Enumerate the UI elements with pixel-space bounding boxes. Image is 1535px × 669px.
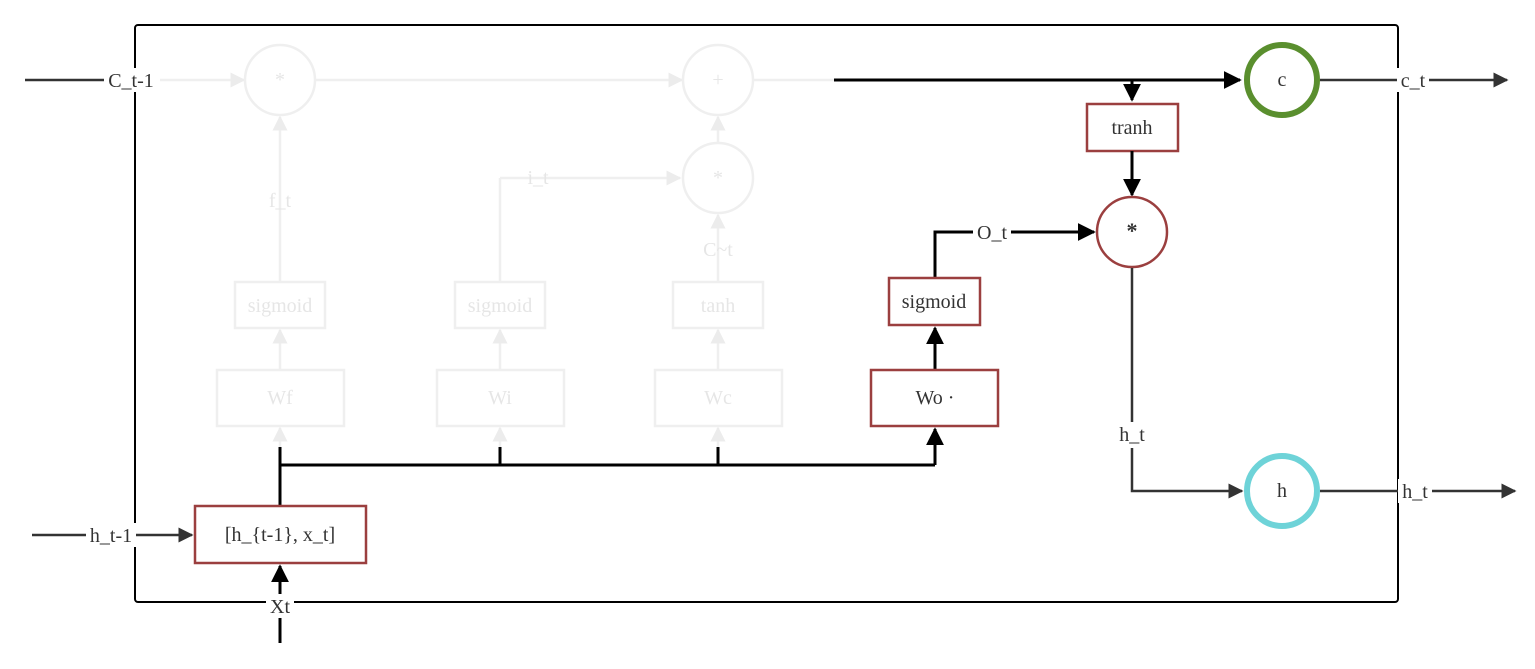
faded-sigmoid-box-1 — [233, 280, 327, 330]
faded-weight-label-1: Wf — [267, 387, 293, 409]
faded-multiply-label: * — [275, 69, 285, 91]
h-prev-label: h_t-1 — [90, 525, 132, 547]
faded-multiply-label-2: * — [713, 167, 723, 189]
sigmoid-box — [887, 276, 982, 327]
o-t-label: O_t — [977, 222, 1007, 244]
multiply-node — [1095, 195, 1169, 269]
h-node — [1244, 453, 1320, 529]
concat-box — [193, 504, 368, 565]
cell-frame — [134, 24, 1399, 603]
h-node-label: h — [1277, 480, 1287, 502]
x-label: Xt — [270, 596, 290, 618]
faded-sigmoid-label-1: sigmoid — [248, 295, 312, 317]
wo-box — [869, 368, 1000, 428]
faded-weight-label-2: Wi — [488, 387, 512, 409]
faded-tanh-label: tanh — [701, 295, 735, 317]
wo-label: Wo · — [916, 387, 955, 409]
c-prev-label: C_t-1 — [108, 70, 154, 92]
faded-sigmoid-label-2: sigmoid — [468, 295, 532, 317]
c-node-label: c — [1278, 69, 1287, 91]
faded-weight-box-2 — [435, 368, 566, 428]
faded-c-tilde-label: C~t — [703, 239, 733, 261]
faded-i-t-label: i_t — [527, 167, 549, 189]
concat-label: [h_{t-1}, x_t] — [225, 524, 335, 546]
c-node — [1244, 42, 1320, 118]
multiply-label: * — [1127, 218, 1138, 243]
h-t-output-label: h_t — [1402, 481, 1428, 503]
faded-f-t-label: f_t — [269, 190, 292, 212]
faded-gates: * + * C~t i_t f_t sigmoid sigmoid tanh W… — [160, 43, 834, 447]
sigmoid-label: sigmoid — [902, 291, 966, 313]
faded-weight-label-3: Wc — [704, 387, 732, 409]
mul-to-h-line — [1130, 268, 1244, 499]
tranh-label: tranh — [1111, 117, 1152, 139]
o-t-line — [933, 223, 1096, 278]
faded-tanh-box — [671, 280, 765, 330]
faded-add-node — [681, 43, 755, 117]
faded-sigmoid-box-2 — [453, 280, 547, 330]
h-t-mid-label: h_t — [1119, 424, 1145, 446]
faded-add-label: + — [712, 69, 723, 91]
faded-weight-box-1 — [215, 368, 346, 428]
tranh-box — [1085, 102, 1180, 153]
faded-weight-box-3 — [653, 368, 784, 428]
c-t-output-label: c_t — [1401, 70, 1426, 92]
faded-multiply-node — [243, 43, 317, 117]
